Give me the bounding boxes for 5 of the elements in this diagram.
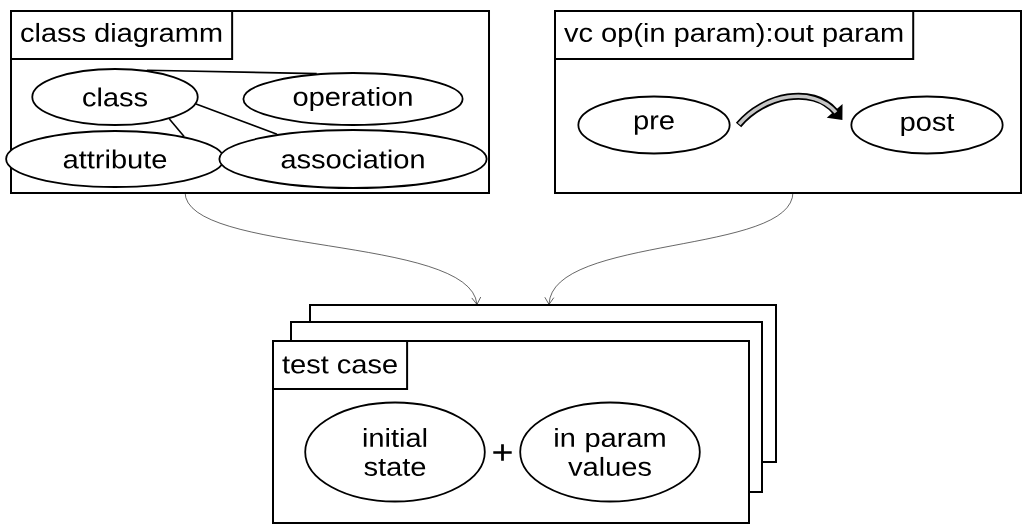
arrow (184, 191, 482, 305)
arrow (544, 191, 794, 305)
connector-line (168, 118, 185, 138)
arrow (736, 92, 843, 128)
plus-sign: + (493, 444, 512, 461)
